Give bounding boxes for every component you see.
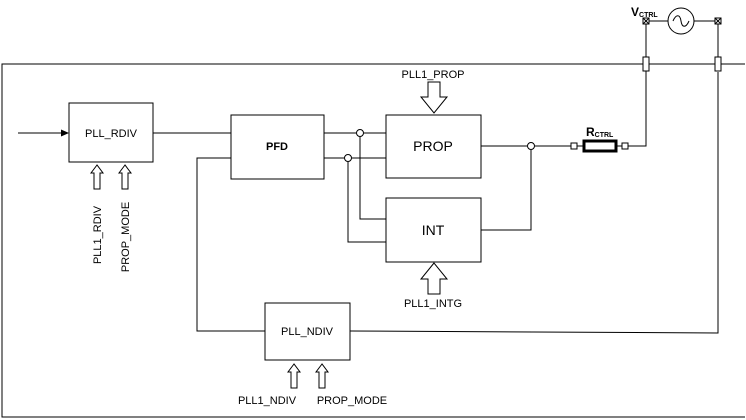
vctrl-right-terminal-x2 [714,17,722,25]
prop-mode-ndiv-label: PROP_MODE [317,395,387,407]
pll1-intg-arrow [419,262,449,295]
pfd-block [230,114,325,180]
prop-label: PROP [413,138,453,154]
vctrl-left-terminal-x2 [642,17,650,25]
prop-mode-ndiv-arrow [315,363,329,389]
sine-icon [672,15,690,27]
int-out-wire [481,150,532,231]
prop-mode-rdiv-arrow [118,164,132,190]
resistor-symbol: RCTRL [586,125,614,139]
pll-rdiv-block [68,102,154,163]
pfd-label: PFD [266,141,288,153]
pll1-prop-arrow [419,81,449,114]
junction-sum [527,142,535,150]
pll-ndiv-block [264,302,351,361]
pll1-rdiv-arrow [90,164,104,190]
res-to-vctrl-wire [628,71,647,147]
pll1-rdiv-label: PLL1_RDIV [92,205,104,264]
vctrl-symbol: VCTRL [631,5,658,19]
junction-up [356,129,364,137]
ndiv-to-pfd-wire [196,157,265,332]
junction-dn [344,154,352,162]
pll1-prop-label: PLL1_PROP [402,69,465,81]
int-label: INT [422,222,445,238]
int-block [385,197,482,263]
pll-rdiv-label: PLL_RDIV [85,128,138,140]
port-left [642,56,650,72]
resistor-ctrl [582,139,618,153]
outer-boundary [1,63,745,418]
up-to-int-wire [359,137,386,220]
pll1-intg-label: PLL1_INTG [404,298,462,310]
port-right [714,56,722,72]
pll1-ndiv-label: PLL1_NDIV [238,395,297,407]
feedback-wire [349,72,719,334]
prop-block [385,114,482,179]
pll-ndiv-label: PLL_NDIV [281,326,334,338]
resistor-right-terminal [621,142,629,150]
pll1-ndiv-arrow [287,363,301,389]
resistor-left-terminal [570,142,578,150]
dn-to-int-wire [347,162,386,243]
prop-mode-rdiv-label: PROP_MODE [120,202,132,272]
input-arrowhead [61,129,69,137]
